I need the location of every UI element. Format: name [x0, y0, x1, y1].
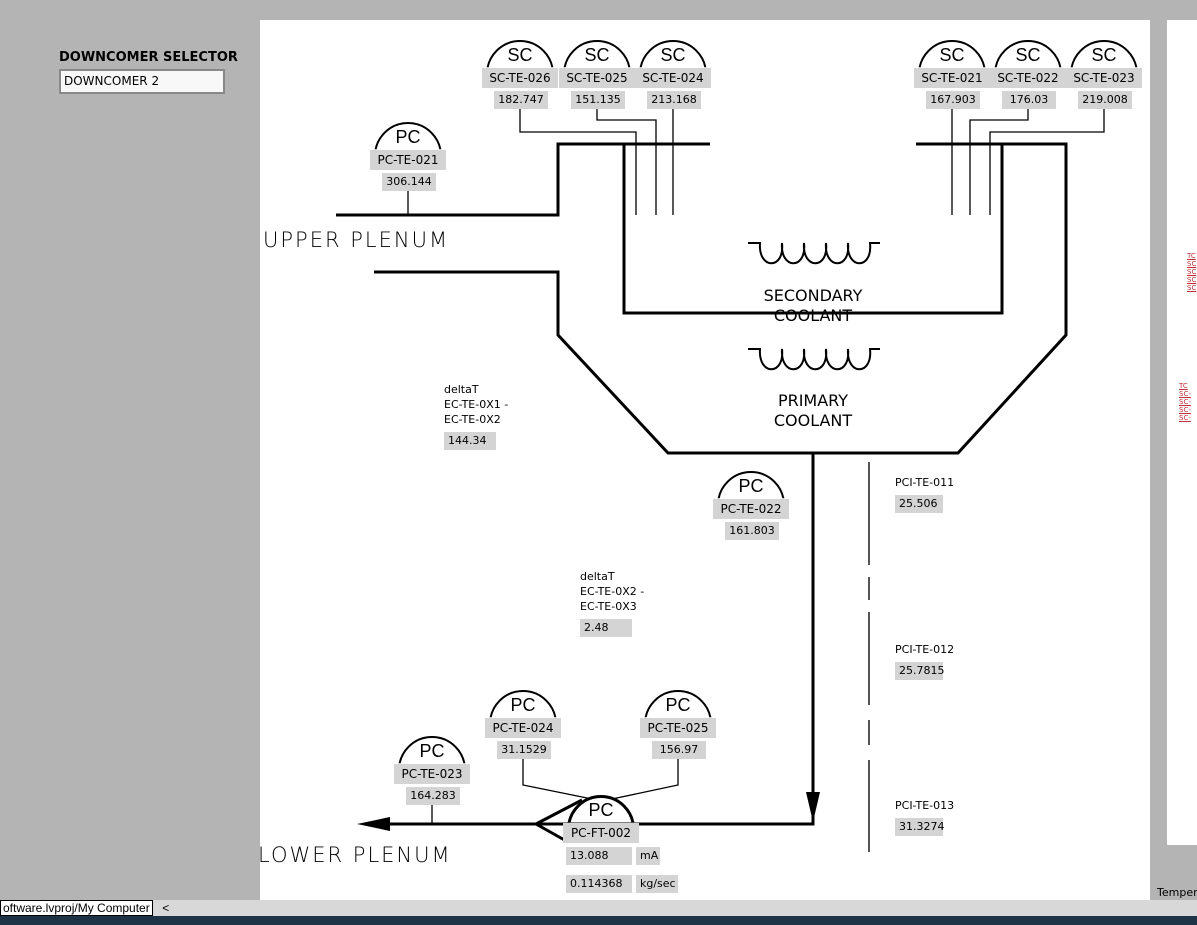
sensor-value: 161.803	[725, 522, 779, 540]
sensor-value: 213.168	[647, 91, 701, 109]
downcomer-selector[interactable]: DOWNCOMER 2	[59, 69, 225, 94]
right-panel-label: Temper	[1157, 886, 1197, 899]
flow-arrow-left	[357, 817, 390, 831]
sensor-tag: PC-TE-025	[640, 718, 716, 738]
sensor-tag: PC-FT-002	[563, 823, 639, 843]
lower-plenum-label: LOWER PLENUM	[258, 843, 452, 867]
sensor-leads	[407, 108, 1105, 824]
flow-arrow-down	[806, 792, 820, 822]
flow-rate-value: 0.114368	[566, 875, 632, 893]
sensor-tag: SC-TE-026	[482, 68, 558, 88]
status-bar	[0, 900, 1197, 916]
sensor-value: 219.008	[1078, 91, 1132, 109]
sensor-value: 182.747	[494, 91, 548, 109]
sensor-value: 306.144	[382, 173, 436, 191]
pci-te-013-value: 31.3274	[895, 818, 945, 836]
coils	[748, 242, 880, 371]
pci-te-011-value: 25.506	[895, 495, 943, 513]
pci-te-011-label: PCI-TE-011	[895, 476, 955, 489]
sensor-tag: SC-TE-022	[990, 68, 1066, 88]
sensor-tag: PC-TE-024	[485, 718, 561, 738]
sensor-tag: SC-TE-025	[559, 68, 635, 88]
sensor-value: 31.1529	[497, 741, 551, 759]
downcomer-selector-label: DOWNCOMER SELECTOR	[59, 50, 238, 65]
delta2-value: 2.48	[580, 619, 632, 637]
scroll-left-button[interactable]: <	[162, 901, 170, 915]
sensor-tag: PC-TE-022	[713, 499, 789, 519]
sensor-tag: SC-TE-023	[1066, 68, 1142, 88]
sensor-value: 164.283	[406, 787, 460, 805]
delta1-value: 144.34	[444, 432, 496, 450]
pci-te-012-label: PCI-TE-012	[895, 643, 955, 656]
flow-ma-unit: mA	[636, 847, 660, 865]
project-path: oftware.lvproj/My Computer	[0, 900, 153, 916]
taskbar	[0, 916, 1197, 925]
sensor-tag: PC-TE-021	[370, 150, 446, 170]
pci-te-012-value: 25.7815	[895, 662, 945, 680]
pci-te-013-label: PCI-TE-013	[895, 799, 955, 812]
status-bar-row: oftware.lvproj/My Computer <	[0, 900, 173, 916]
sensor-value: 176.03	[1002, 91, 1056, 109]
sensor-tag: SC-TE-024	[635, 68, 711, 88]
flow-ma-value: 13.088	[566, 847, 632, 865]
sensor-value: 167.903	[926, 91, 980, 109]
sensor-tag: PC-TE-023	[394, 764, 470, 784]
flow-rate-unit: kg/sec	[636, 875, 678, 893]
sensor-value: 151.135	[571, 91, 625, 109]
downcomer-selector-value: DOWNCOMER 2	[61, 71, 223, 92]
upper-plenum-label: UPPER PLENUM	[263, 228, 450, 252]
sensor-value: 156.97	[652, 741, 706, 759]
sensor-tag: SC-TE-021	[914, 68, 990, 88]
